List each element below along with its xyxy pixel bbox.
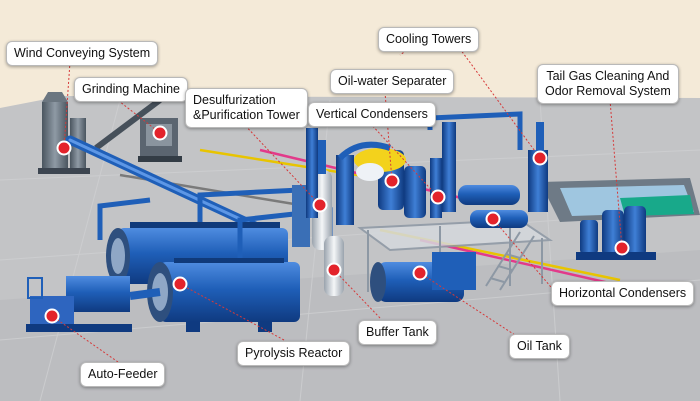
label-cooling-towers: Cooling Towers	[378, 27, 480, 52]
label-oil-tank: Oil Tank	[509, 334, 570, 359]
label-tail-gas-line2: Odor Removal System	[545, 84, 671, 98]
label-auto-feeder: Auto-Feeder	[80, 362, 166, 387]
label-pyrolysis-reactor: Pyrolysis Reactor	[237, 341, 351, 366]
marker-desulfurization	[312, 197, 328, 213]
label-wind-conveying-system: Wind Conveying System	[6, 41, 159, 66]
label-oil-tank-text: Oil Tank	[517, 339, 562, 353]
tail-gas-system-illustration	[576, 206, 656, 260]
label-oil-water-separater: Oil-water Separater	[330, 69, 455, 94]
label-oil-water-separater-text: Oil-water Separater	[338, 74, 447, 88]
label-cooling-towers-text: Cooling Towers	[386, 32, 472, 46]
label-tail-gas-system: Tail Gas Cleaning And Odor Removal Syste…	[537, 64, 679, 104]
label-desulfurization-line1: Desulfurization	[193, 93, 276, 107]
pyrolysis-reactor-front	[147, 258, 300, 332]
marker-buffer-tank	[326, 262, 342, 278]
label-desulfurization-line2: &Purification Tower	[193, 108, 300, 122]
label-auto-feeder-text: Auto-Feeder	[88, 367, 158, 381]
marker-oil-water-separater	[384, 173, 400, 189]
stairs	[485, 231, 535, 291]
marker-grinding-machine	[152, 125, 168, 141]
oil-tank-illustration	[370, 252, 476, 302]
wind-conveying-system-illustration	[38, 92, 90, 174]
marker-pyrolysis-reactor	[172, 276, 188, 292]
leader-lines	[51, 41, 623, 363]
label-vertical-condensers: Vertical Condensers	[308, 102, 436, 127]
label-grinding-machine-text: Grinding Machine	[82, 82, 180, 96]
label-grinding-machine: Grinding Machine	[74, 77, 188, 102]
horizontal-condensers-illustration	[458, 122, 548, 228]
marker-cooling-towers	[532, 150, 548, 166]
marker-horizontal-condensers	[485, 211, 501, 227]
label-horizontal-condensers: Horizontal Condensers	[551, 281, 695, 306]
label-desulfurization-tower: Desulfurization &Purification Tower	[185, 88, 308, 128]
label-horizontal-condensers-text: Horizontal Condensers	[559, 286, 687, 300]
marker-tail-gas	[614, 240, 630, 256]
label-buffer-tank: Buffer Tank	[358, 320, 437, 345]
marker-oil-tank	[412, 265, 428, 281]
marker-wind-conveying	[56, 140, 72, 156]
label-wind-conveying-system-text: Wind Conveying System	[14, 46, 151, 60]
marker-vertical-condensers	[430, 189, 446, 205]
label-pyrolysis-reactor-text: Pyrolysis Reactor	[245, 346, 343, 360]
label-vertical-condensers-text: Vertical Condensers	[316, 107, 428, 121]
marker-auto-feeder	[44, 308, 60, 324]
label-buffer-tank-text: Buffer Tank	[366, 325, 429, 339]
label-tail-gas-line1: Tail Gas Cleaning And	[546, 69, 670, 83]
